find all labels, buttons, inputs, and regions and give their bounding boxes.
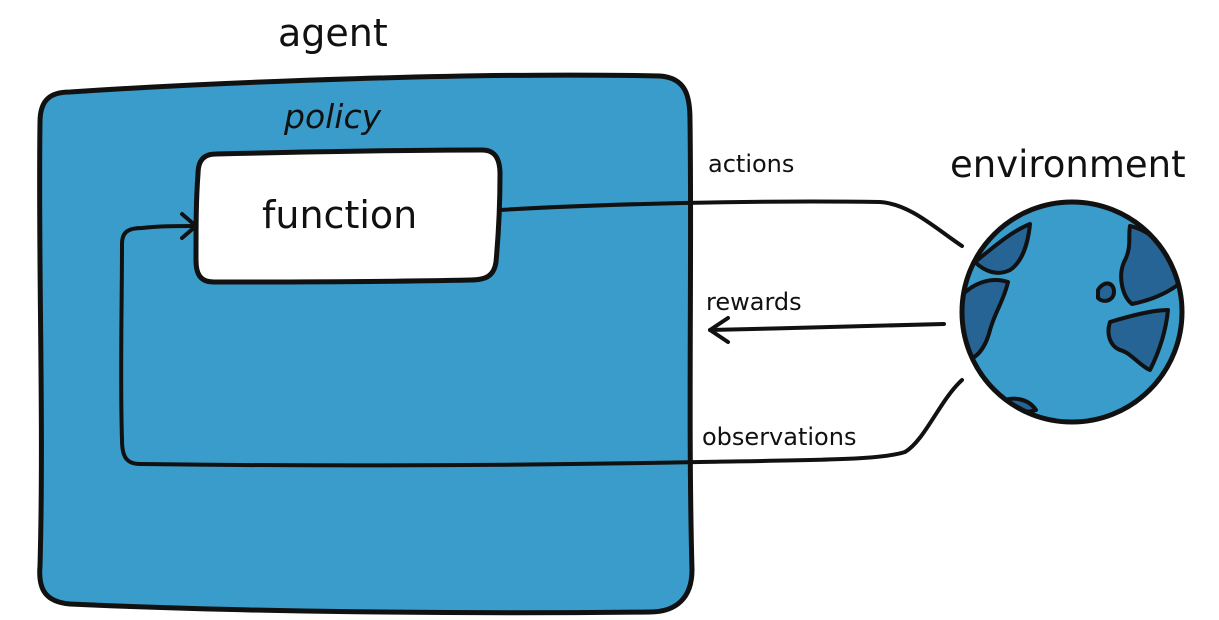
rewards-arrowhead <box>708 316 730 344</box>
observations-line <box>119 224 964 468</box>
globe-icon <box>959 199 1185 425</box>
observations-arrowhead <box>180 212 198 240</box>
rewards-label: rewards <box>706 288 802 316</box>
function-box <box>193 147 503 285</box>
policy-label: policy <box>284 97 382 136</box>
environment-label: environment <box>950 143 1186 186</box>
actions-line <box>498 199 964 248</box>
observations-label: observations <box>702 423 857 451</box>
function-label: function <box>262 193 418 237</box>
agent-label: agent <box>278 11 388 55</box>
actions-label: actions <box>708 150 795 178</box>
rewards-line <box>708 322 946 332</box>
